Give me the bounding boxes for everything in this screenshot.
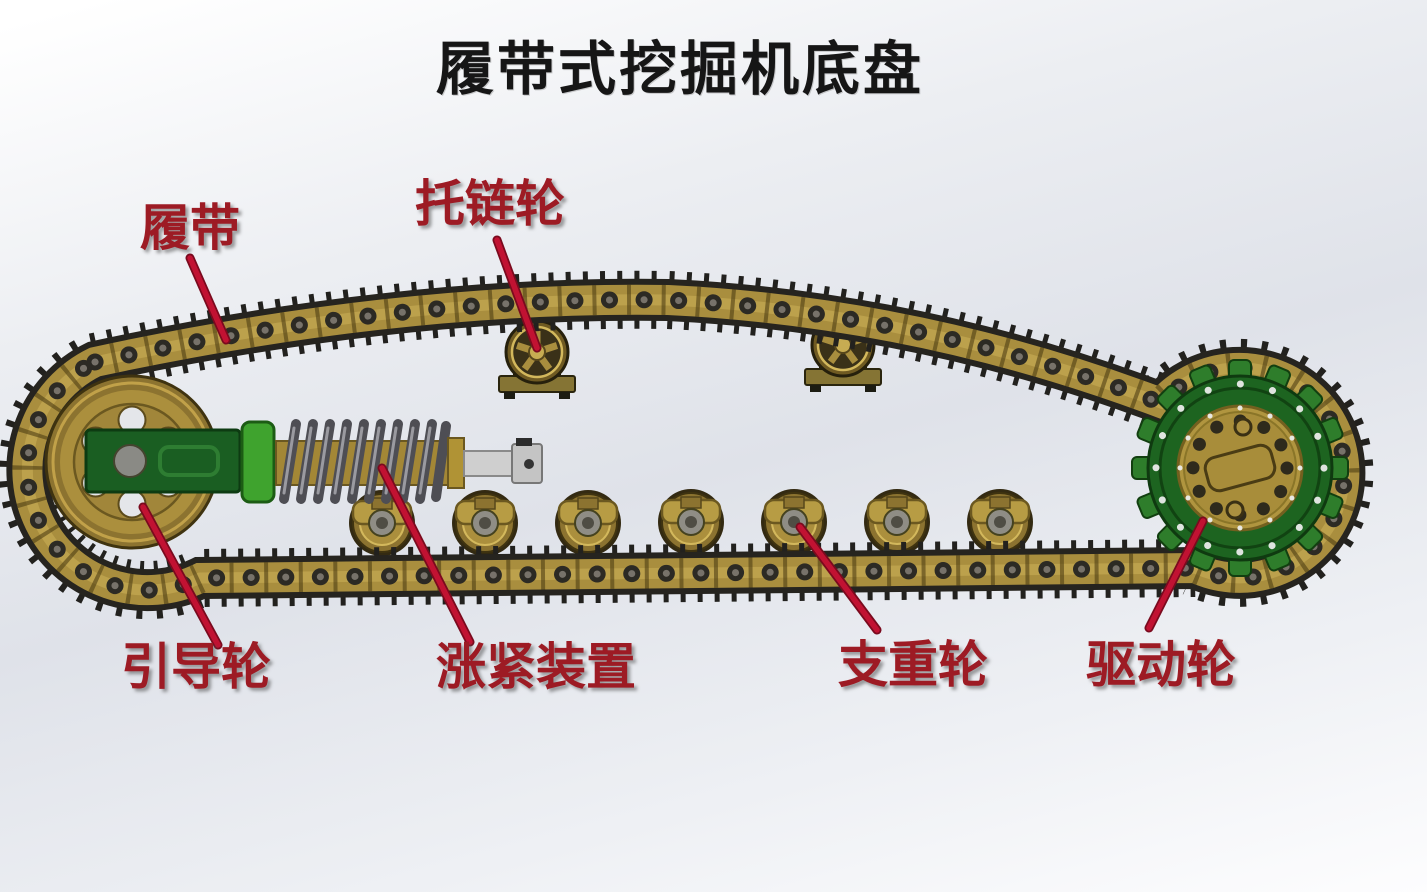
page-title: 履带式挖掘机底盘 bbox=[435, 37, 925, 102]
callout-tensioner-label: 涨紧装置 bbox=[436, 639, 636, 695]
tensioning-device bbox=[84, 419, 543, 504]
leader-tension bbox=[379, 465, 473, 645]
carrier-roller-left bbox=[499, 321, 575, 399]
spring-collar bbox=[447, 437, 465, 489]
callout-drive-wheel-label: 驱动轮 bbox=[1086, 637, 1236, 693]
coil-spring bbox=[279, 419, 451, 504]
leader-track bbox=[187, 255, 229, 343]
leader-lines bbox=[138, 235, 1208, 650]
leader-carrier bbox=[494, 237, 540, 351]
spring-flange bbox=[240, 420, 276, 504]
callout-carrier-roller-label: 托链轮 bbox=[415, 176, 565, 232]
support-rollers bbox=[347, 487, 1035, 558]
yoke-pin bbox=[113, 444, 147, 478]
leader-support bbox=[797, 524, 880, 633]
callout-support-roller-label: 支重轮 bbox=[838, 637, 988, 693]
callout-idler-wheel-label: 引导轮 bbox=[121, 639, 271, 695]
leader-drive bbox=[1146, 518, 1206, 631]
callout-track-label: 履带 bbox=[140, 200, 240, 256]
drive-sprocket bbox=[1131, 359, 1349, 577]
leader-idler bbox=[140, 504, 221, 648]
